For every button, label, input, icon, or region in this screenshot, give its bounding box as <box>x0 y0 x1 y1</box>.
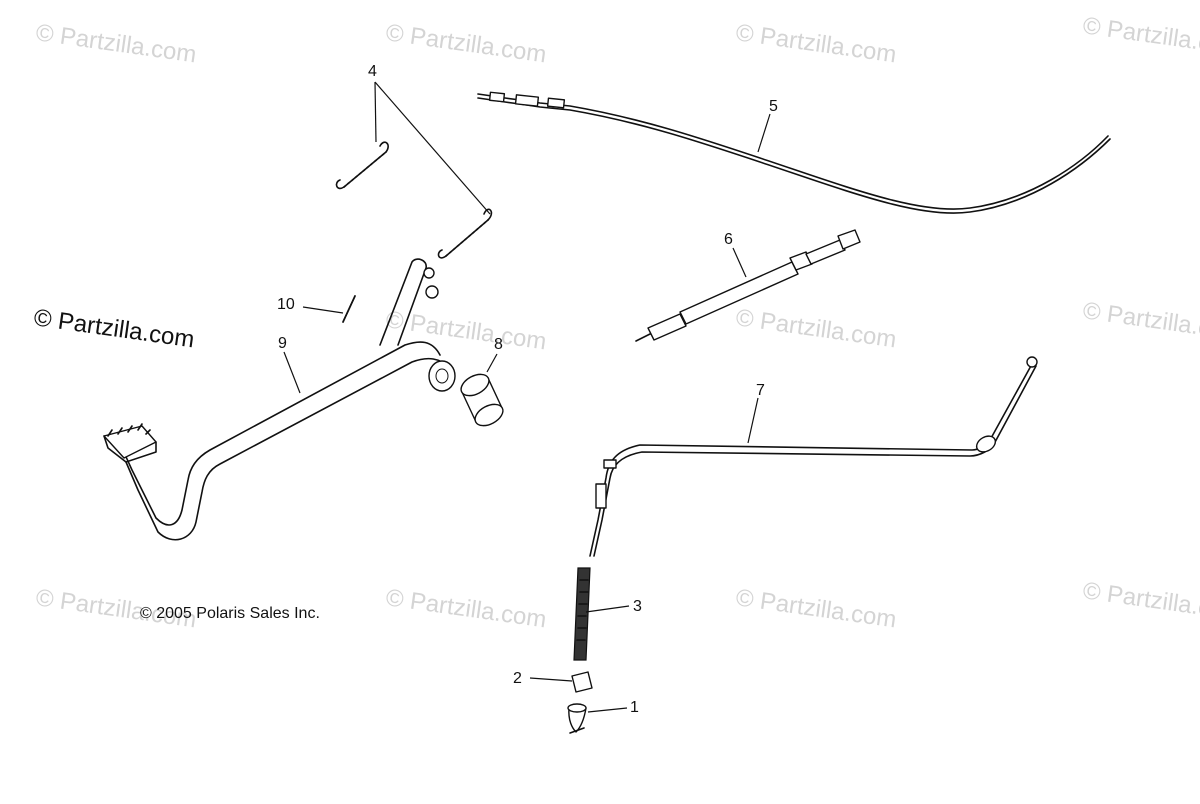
callout-6: 6 <box>724 231 733 248</box>
callout-3: 3 <box>633 598 642 615</box>
watermark: © Partzilla.com <box>734 19 898 68</box>
part-1-fitting[interactable] <box>567 703 587 734</box>
callout-2: 2 <box>513 670 522 687</box>
part-3-spring[interactable] <box>573 567 591 661</box>
part-8-bushing[interactable] <box>458 370 507 430</box>
spring-upper <box>335 141 389 190</box>
part-5-cable[interactable] <box>477 91 1111 214</box>
callout-9: 9 <box>278 335 287 352</box>
spring-lower <box>437 208 493 259</box>
watermark: © Partzilla.com <box>384 19 548 68</box>
part-6-rod[interactable] <box>635 229 861 342</box>
part-4-springs[interactable] <box>335 141 493 259</box>
callout-5: 5 <box>769 98 778 115</box>
watermark: © Partzilla.com <box>1081 577 1200 626</box>
callout-7: 7 <box>756 382 765 399</box>
watermark: © Partzilla.com <box>1081 297 1200 346</box>
watermarks: © Partzilla.com © Partzilla.com © Partzi… <box>32 12 1200 633</box>
callouts: 4 5 6 10 9 8 7 3 2 1 <box>277 63 778 716</box>
leader-lines <box>283 81 771 713</box>
copyright-notice: © 2005 Polaris Sales Inc. <box>140 605 320 622</box>
callout-1: 1 <box>630 699 639 716</box>
watermark: © Partzilla.com <box>734 584 898 633</box>
watermark: © Partzilla.com <box>34 19 198 68</box>
part-2-sleeve[interactable] <box>571 671 593 693</box>
watermark-dark: © Partzilla.com <box>32 304 196 353</box>
callout-8: 8 <box>494 336 503 353</box>
part-7-cable[interactable] <box>589 356 1038 557</box>
callout-10: 10 <box>277 296 295 313</box>
callout-4: 4 <box>368 63 377 80</box>
watermark: © Partzilla.com <box>1081 12 1200 61</box>
part-10-pin[interactable] <box>342 295 356 323</box>
watermark: © Partzilla.com <box>384 584 548 633</box>
watermark: © Partzilla.com <box>734 304 898 353</box>
part-9-brake-pedal[interactable] <box>103 258 456 541</box>
